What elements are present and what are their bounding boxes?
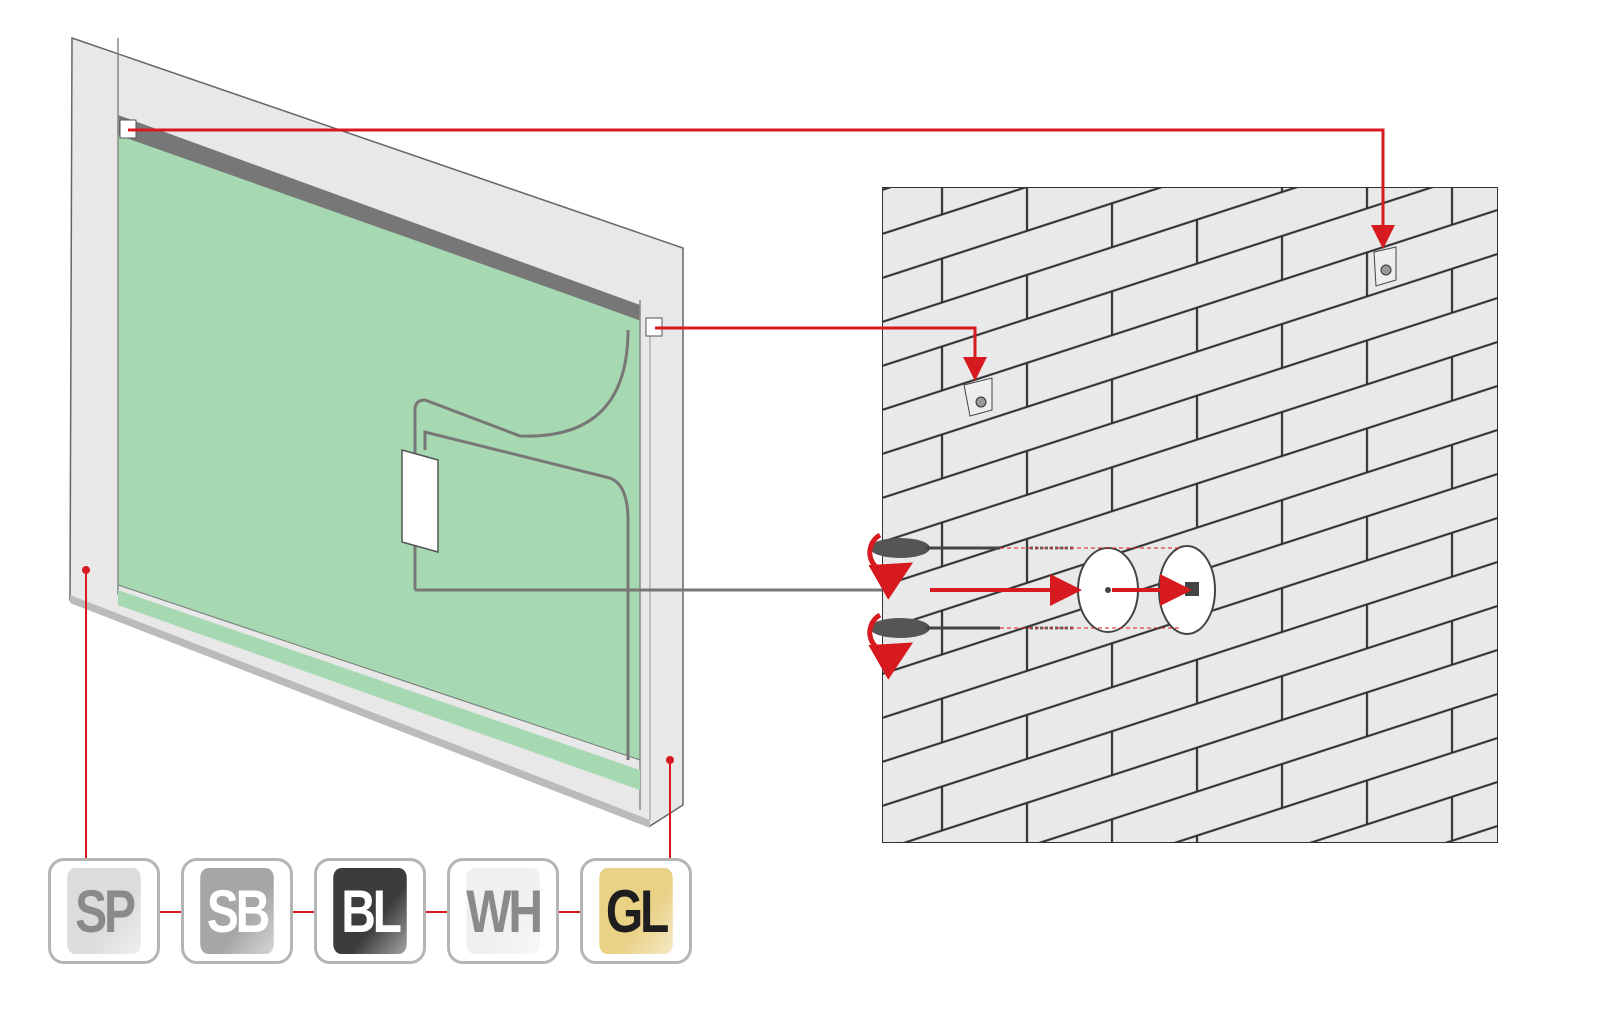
mirror-frame (69, 36, 920, 828)
finish-code: SP (67, 868, 141, 954)
led-driver-box (401, 449, 439, 553)
finish-badge-bl: BL (314, 858, 426, 964)
finish-code: SB (200, 868, 274, 954)
brick-wall (882, 187, 1498, 843)
finish-code: GL (599, 868, 673, 954)
arrow-top-hanger (128, 128, 1395, 249)
finish-badge-gl: GL (580, 858, 692, 964)
wall-hanger-left (963, 377, 993, 417)
finish-badge-wh: WH (447, 858, 559, 964)
arrow-right-hanger (655, 326, 987, 381)
finish-code: BL (333, 868, 407, 954)
wall-hanger-right (1373, 246, 1397, 287)
cable (413, 329, 630, 590)
guide-arrows (82, 128, 1395, 913)
finish-code: WH (466, 868, 543, 954)
finish-badge-sp: SP (48, 858, 160, 964)
finish-badge-sb: SB (181, 858, 293, 964)
